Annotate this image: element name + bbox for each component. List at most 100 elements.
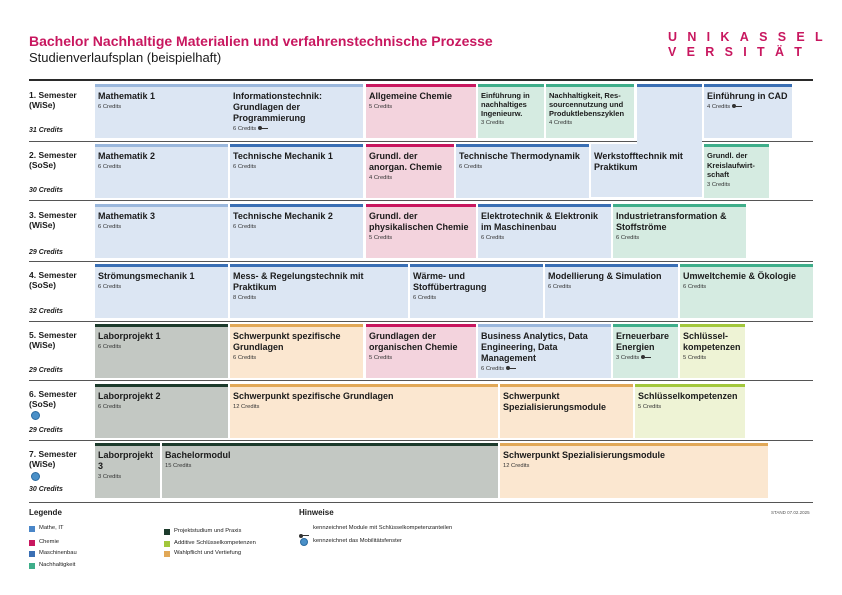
module-credits: 5 Credits (369, 235, 393, 241)
university-logo: UNIKASSEL VERSITÄT (668, 30, 833, 60)
module-modellierung-simulation[interactable]: Modellierung & Simulation 6 Credits (545, 264, 678, 318)
module-credits: 6 Credits (548, 284, 572, 290)
module-title: Erneuerbare Energien (616, 331, 670, 352)
legend-item: Wahlpflicht und Vertiefung (174, 550, 242, 556)
module-credits: 5 Credits (369, 104, 393, 110)
hint-item: kennzeichnet Module mit Schlüsselkompete… (313, 525, 453, 531)
header-divider (29, 79, 813, 81)
module-title: Schlüssel-kompetenzen (683, 331, 741, 352)
semester-name: 7. Semester (29, 449, 77, 459)
module-credits-row: 3 Credits (616, 354, 675, 363)
module-elektrotechnik[interactable]: Elektrotechnik & Elektronik im Maschinen… (478, 204, 611, 258)
logo-line-1: UNIKASSEL (668, 30, 833, 44)
module-credits: 6 Credits (98, 404, 122, 410)
module-credits: 6 Credits (98, 344, 122, 350)
semester-divider (29, 200, 813, 201)
module-credits: 12 Credits (503, 463, 530, 469)
semester-divider (29, 141, 813, 142)
module-title: Mathematik 3 (98, 211, 156, 221)
module-nachhaltigkeit-ressourcen[interactable]: Nachhaltigkeit, Res-sourcennutzung und P… (546, 84, 634, 138)
legend-swatch-chemie (29, 540, 35, 546)
module-title: Laborprojekt 2 (98, 391, 161, 401)
module-credits: 6 Credits (233, 224, 257, 230)
semester-7-label: 7. Semester(WiSe) (29, 449, 89, 469)
semester-name: 1. Semester (29, 90, 77, 100)
footer-divider (29, 502, 813, 503)
legend-item: Mathe, IT (39, 525, 64, 531)
semester-term: (SoSe) (29, 399, 56, 409)
module-werkstofftechnik[interactable]: Werkstofftechnik mit Praktikum (591, 144, 702, 197)
semester-divider (29, 380, 813, 381)
module-business-analytics[interactable]: Business Analytics, Data Engineering, Da… (478, 324, 611, 378)
module-title: Modellierung & Simulation (548, 271, 662, 281)
key-icon (258, 126, 269, 131)
module-title: Schwerpunkt spezifische Grundlagen (233, 391, 394, 401)
key-icon-shape (299, 533, 309, 538)
semester-4-credits: 32 Credits (29, 308, 63, 315)
module-einfuehrung-nachhaltiges-ingenieurwesen[interactable]: Einführung in nachhaltiges Ingenieurw.3 … (478, 84, 544, 138)
module-informationstechnik[interactable]: Informationstechnik: Grundlagen der Prog… (230, 84, 363, 138)
legend-item: Projektstudium und Praxis (174, 528, 242, 534)
module-title: Schwerpunkt Spezialisierungsmodule (503, 391, 607, 412)
module-credits: 5 Credits (683, 355, 707, 361)
key-icon (506, 366, 517, 371)
module-credits-row: 6 Credits (481, 365, 608, 374)
legend-item: Chemie (39, 539, 59, 545)
legend-swatch-wahl (164, 551, 170, 557)
semester-5-label: 5. Semester(WiSe) (29, 330, 89, 350)
legend-swatch-nachhaltigkeit (29, 563, 35, 569)
module-schluesselkompetenzen-5[interactable]: Schlüssel-kompetenzen 5 Credits (680, 324, 745, 378)
module-title: Schlüsselkompetenzen (638, 391, 738, 401)
legend-item: Nachhaltigkeit (39, 562, 76, 568)
module-laborprojekt-2[interactable]: Laborprojekt 2 6 Credits (95, 384, 228, 438)
module-title: Strömungsmechanik 1 (98, 271, 195, 281)
module-credits: 6 Credits (481, 366, 505, 372)
module-title: Laborprojekt 1 (98, 331, 161, 341)
module-credits: 6 Credits (98, 104, 122, 110)
module-credits: 15 Credits (165, 463, 192, 469)
module-title: Mess- & Regelungstechnik mit Praktikum (233, 271, 364, 292)
module-title: Mathematik 1 (98, 91, 156, 101)
module-title: Nachhaltigkeit, Res-sourcennutzung und P… (549, 91, 625, 118)
module-credits: 6 Credits (481, 235, 505, 241)
module-title: Technische Mechanik 1 (233, 151, 333, 161)
module-mess-regelungstechnik[interactable]: Mess- & Regelungstechnik mit Praktikum 8 … (230, 264, 408, 318)
mobility-globe-icon (31, 411, 40, 420)
module-title: Werkstofftechnik mit Praktikum (594, 151, 683, 172)
module-credits: 5 Credits (369, 355, 393, 361)
module-title: Einführung in nachhaltiges Ingenieurw. (481, 91, 530, 118)
stand-date: STAND 07.02.2025 (771, 510, 810, 515)
semester-4-label: 4. Semester(SoSe) (29, 270, 89, 290)
semester-term: (WiSe) (29, 459, 56, 469)
module-schwerpunkt-spezialisierung-6[interactable]: Schwerpunkt Spezialisierungsmodule (500, 384, 633, 438)
semester-term: (SoSe) (29, 160, 56, 170)
module-laborprojekt-1[interactable]: Laborprojekt 1 6 Credits (95, 324, 228, 378)
module-credits: 3 Credits (616, 355, 640, 361)
module-erneuerbare-energien[interactable]: Erneuerbare Energien 3 Credits (613, 324, 678, 378)
legend-swatch-schluessel (164, 541, 170, 547)
module-credits: 8 Credits (233, 295, 257, 301)
legend-swatch-math (29, 526, 35, 532)
semester-term: (WiSe) (29, 220, 56, 230)
